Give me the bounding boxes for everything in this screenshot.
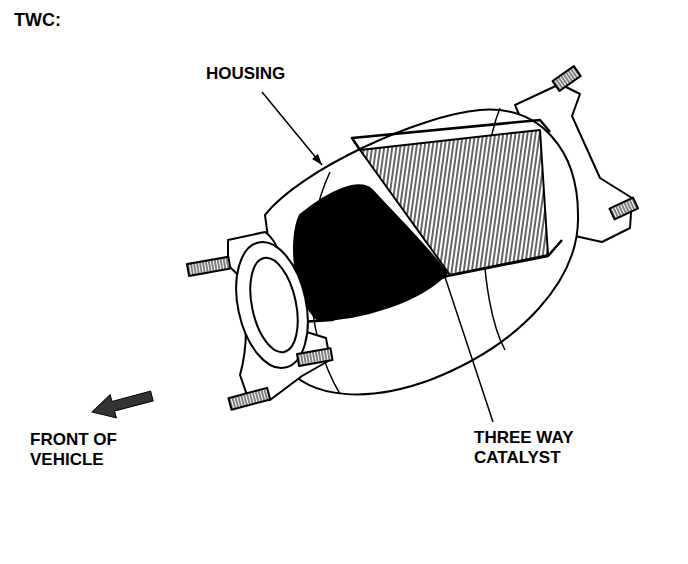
stud-bolt: [297, 348, 333, 366]
shell-cut-edge: [300, 240, 562, 322]
shell-cut-edge: [352, 120, 550, 150]
direction-arrow: [89, 384, 155, 423]
stud-bolt: [553, 66, 581, 91]
part-label: FRONT OF VEHICLE: [30, 430, 150, 471]
part-label: HOUSING: [206, 64, 336, 84]
part-label: THREE WAY CATALYST: [474, 428, 614, 469]
stud-bolt: [187, 257, 230, 276]
leader-arrowhead: [312, 154, 322, 165]
diagram-title: TWC:: [14, 10, 61, 32]
leader-line: [262, 92, 322, 165]
stud-bolt: [609, 198, 638, 220]
inlet-opening: [243, 253, 306, 356]
catalyst-face: [294, 185, 447, 320]
stud-bolt: [228, 388, 270, 410]
leader-line: [442, 268, 493, 422]
converter-drawing: [187, 66, 638, 410]
